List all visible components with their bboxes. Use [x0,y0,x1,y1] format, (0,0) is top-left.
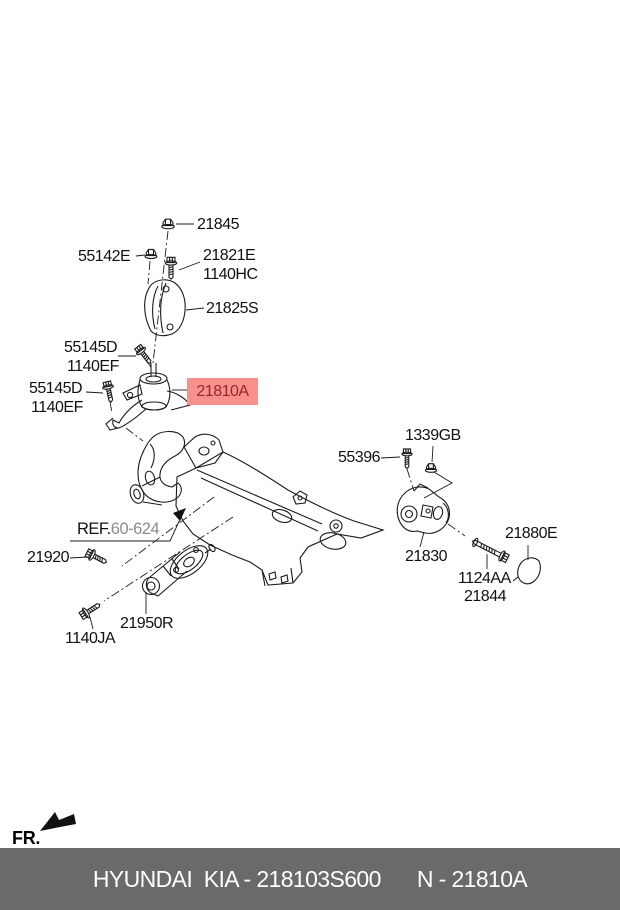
part-label-1140EF-lower[interactable]: 1140EF [31,399,83,416]
ref-number: 60-624 [110,520,160,538]
part-label-21920[interactable]: 21920 [27,549,70,566]
ref-label[interactable]: REF.60-624 [77,520,160,539]
footer-bar: HYUNDAI KIA - 218103S600 N - 21810A [0,848,620,910]
part-label-21844[interactable]: 21844 [464,588,507,605]
part-label-21830[interactable]: 21830 [405,548,448,565]
part-label-1140HC[interactable]: 1140HC [203,266,258,283]
highlighted-part-label-21810A[interactable]: 21810A [187,378,258,405]
part-label-1124AA[interactable]: 1124AA [458,570,511,587]
through-bolt-drawing [470,536,510,564]
subframe-drawing [104,431,383,601]
footer-catalog-code: HYUNDAI KIA - 218103S600 [92,865,382,892]
part-label-1140JA[interactable]: 1140JA [65,630,116,647]
part-label-55142E[interactable]: 55142E [78,248,131,265]
ref-prefix: REF. [77,520,111,538]
engine-mount-drawing [101,342,190,441]
upper-bracket-assembly-drawing [145,218,186,363]
part-label-1339GB[interactable]: 1339GB [405,427,461,444]
part-label-55145D-upper[interactable]: 55145D [64,339,118,356]
part-label-21845[interactable]: 21845 [197,216,240,233]
part-label-21950R[interactable]: 21950R [120,615,174,632]
roll-rod-mount-drawing [77,539,216,622]
fr-label: FR. [12,828,41,848]
part-label-55145D-lower[interactable]: 55145D [29,380,83,397]
part-label-21825S[interactable]: 21825S [206,300,259,317]
part-label-55396[interactable]: 55396 [338,449,381,466]
part-label-21880E[interactable]: 21880E [505,525,558,542]
fr-direction-arrow-icon [40,812,76,831]
part-label-1140EF-upper[interactable]: 1140EF [67,358,119,375]
part-label-21821E[interactable]: 21821E [203,247,256,264]
footer-part-ref: N - 21810A [416,865,528,892]
side-bracket-assembly-drawing [397,448,540,584]
ref-callout-arrow [70,508,186,541]
leader-lines [70,224,528,629]
